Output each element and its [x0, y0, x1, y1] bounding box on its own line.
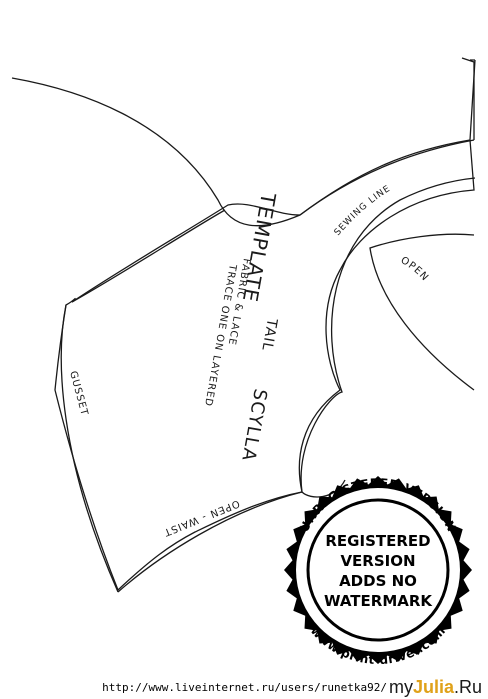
seal-center-line-4: WATERMARK [324, 592, 433, 610]
tail-piece-outline [11, 59, 476, 592]
top-edge [71, 203, 301, 303]
gusset-edge [60, 304, 119, 593]
top-right-edge [461, 57, 475, 140]
piece-name-label: TAIL [258, 316, 280, 352]
site-logo: myJulia.Ru [388, 676, 482, 697]
waist-label: OPEN - WAIST [162, 497, 241, 538]
character-label: SCYLLA [237, 387, 270, 463]
watermark-seal: UNREGISTERED VERSION www.print-driver.co… [284, 476, 472, 667]
seal-center-line-2: VERSION [340, 552, 415, 570]
outer-arc [299, 139, 475, 216]
gusset-label: GUSSET [67, 370, 90, 417]
footer-url: http://www.liveinternet.ru/users/runetka… [102, 680, 387, 694]
seal-inner-ring [306, 498, 450, 642]
inner-curve [300, 177, 476, 493]
seal-center-line-3: ADDS NO [339, 572, 417, 590]
waist-edge [117, 479, 346, 593]
footer-bar: http://www.liveinternet.ru/users/runetka… [0, 675, 488, 699]
open-cutout [369, 233, 475, 391]
open-label: OPEN [399, 255, 431, 284]
seal-center-line-1: REGISTERED [325, 532, 430, 550]
